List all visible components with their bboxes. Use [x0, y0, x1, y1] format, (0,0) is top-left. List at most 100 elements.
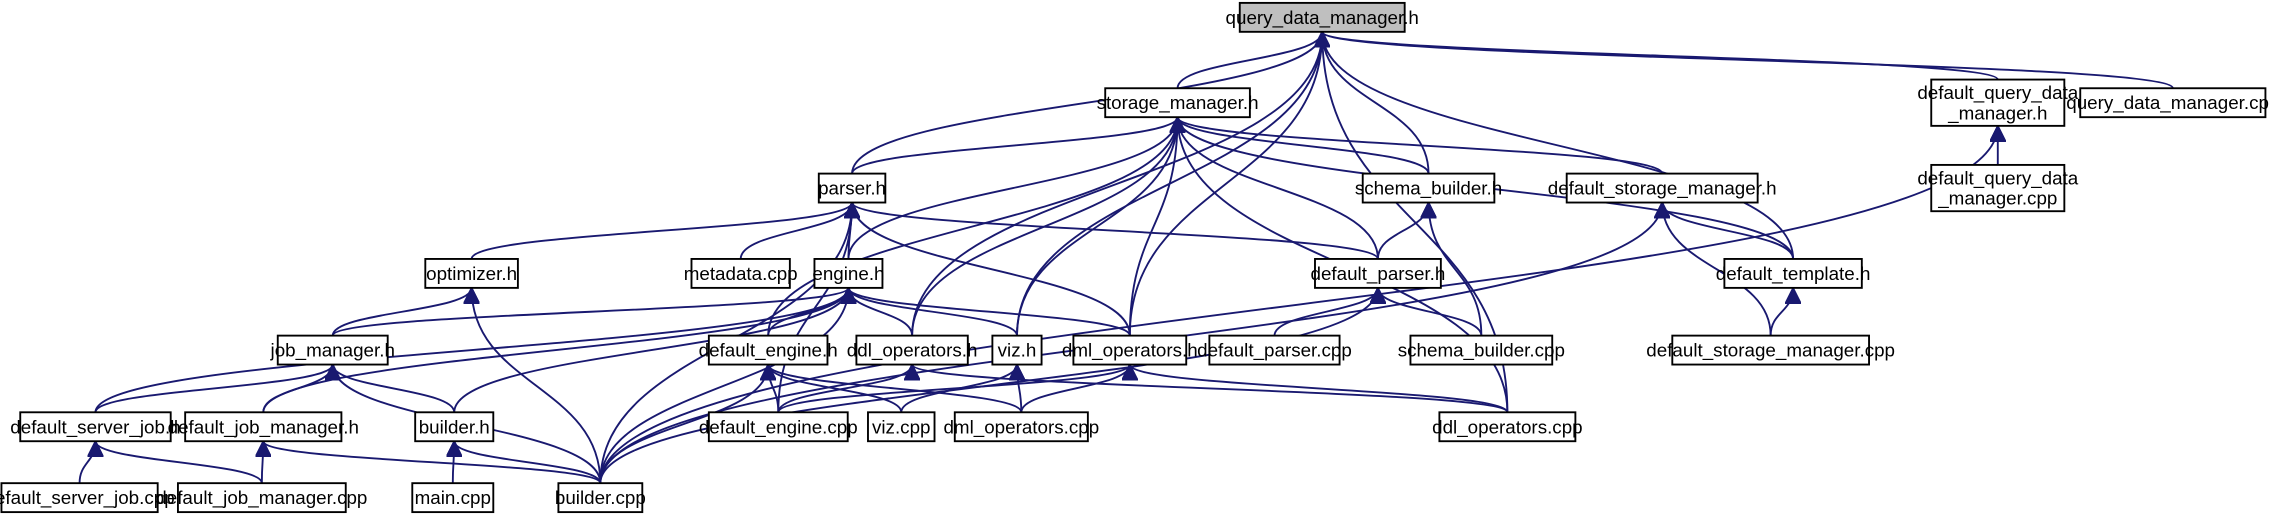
node-dsm-cpp[interactable]: default_storage_manager.cpp [1646, 334, 1895, 366]
node-box[interactable] [1565, 172, 1759, 204]
node-default-engine-cpp[interactable]: default_engine.cpp [699, 411, 858, 443]
node-schema-builder-h[interactable]: schema_builder.h [1355, 172, 1502, 204]
node-default-parser-cpp[interactable]: default_parser.cpp [1197, 334, 1352, 366]
node-schema-builder-cpp[interactable]: schema_builder.cpp [1398, 334, 1565, 366]
node-label: schema_builder.h [1355, 178, 1502, 200]
edge-dml_operators_cpp-to-dml_operators_h [1020, 364, 1129, 413]
edge-dml_operators_cpp-to-default_engine_h [768, 364, 1023, 413]
node-viz-h[interactable]: viz.h [991, 334, 1043, 366]
node-dml-operators-cpp[interactable]: dml_operators.cpp [943, 411, 1099, 443]
node-box[interactable] [1208, 334, 1341, 366]
edge-default_job_manager_cpp-to-default_server_job_h [95, 440, 263, 484]
node-label: default_engine.h [699, 340, 838, 362]
edge-schema_builder_cpp-to-schema_builder_h [1429, 203, 1483, 336]
node-dml-operators-h[interactable]: dml_operators.h [1062, 334, 1198, 366]
node-box[interactable] [19, 411, 172, 443]
edge-qdm_cpp-to-qdm_h [1322, 30, 2174, 90]
node-default-job-manager-h[interactable]: default_job_manager.h [168, 411, 359, 443]
node-storage-manager-h[interactable]: storage_manager.h [1097, 87, 1259, 119]
edge-viz_h-to-storage_manager_h [1016, 117, 1178, 336]
edge-builder_h-to-engine_h [453, 287, 848, 413]
node-default-job-manager-cpp[interactable]: default_job_manager.cpp [156, 482, 367, 514]
node-default-template-h[interactable]: default_template.h [1716, 258, 1871, 289]
node-box[interactable] [1072, 334, 1188, 366]
node-default-parser-h[interactable]: default_parser.h [1311, 258, 1446, 289]
edge-metadata_cpp-to-parser_h [739, 202, 852, 260]
node-job-manager-h[interactable]: job_manager.h [270, 334, 395, 366]
node-box[interactable] [1409, 334, 1554, 366]
node-box[interactable] [1930, 78, 2066, 127]
node-box[interactable] [184, 411, 343, 443]
node-parser-h[interactable]: parser.h [817, 172, 887, 204]
node-box[interactable] [1671, 334, 1870, 366]
node-box[interactable] [276, 334, 389, 366]
node-label: query_data_manager.cpp [2066, 92, 2269, 114]
edge-default_server_job_h-to-job_manager_h [94, 364, 332, 413]
node-box[interactable] [1361, 172, 1496, 204]
node-label: default_job_manager.h [168, 416, 359, 438]
node-box[interactable] [707, 411, 849, 443]
node-label: dml_operators.cpp [943, 416, 1099, 438]
edge-dsm_cpp-to-default_template_h [1769, 287, 1793, 336]
node-engine-h[interactable]: engine.h [812, 258, 885, 289]
node-dqdm-cpp[interactable]: default_query_data_manager.cpp [1917, 163, 2079, 213]
node-label: default_server_job.h [10, 416, 180, 438]
node-box[interactable] [1238, 1, 1406, 33]
node-builder-h[interactable]: builder.h [414, 411, 495, 443]
node-box[interactable] [1723, 258, 1863, 289]
node-box[interactable] [2079, 87, 2267, 119]
edge-schema_builder_h-to-qdm_h [1322, 32, 1430, 174]
node-box[interactable] [707, 334, 829, 366]
node-label: parser.h [818, 178, 886, 199]
node-box[interactable] [813, 258, 884, 289]
edge-storage_manager_h-to-qdm_h [1176, 31, 1323, 89]
node-label: _manager.h [1947, 102, 2047, 124]
node-label: default_engine.cpp [699, 416, 858, 438]
node-box[interactable] [867, 411, 936, 443]
node-default-engine-h[interactable]: default_engine.h [699, 334, 838, 366]
node-box[interactable] [414, 411, 495, 443]
node-dqdm-h[interactable]: default_query_data_manager.h [1917, 78, 2079, 127]
node-box[interactable] [424, 258, 519, 289]
node-box[interactable] [411, 482, 495, 514]
node-box[interactable] [1314, 258, 1442, 289]
edges-layer [78, 30, 2174, 485]
node-box[interactable] [953, 411, 1089, 443]
node-ddl-operators-h[interactable]: ddl_operators.h [847, 334, 978, 366]
node-box[interactable] [855, 334, 969, 366]
node-label: ddl_operators.cpp [1432, 416, 1582, 438]
node-default-server-job-cpp[interactable]: default_server_job.cpp [0, 482, 175, 514]
node-box[interactable] [176, 482, 347, 514]
node-optimizer-h[interactable]: optimizer.h [424, 258, 519, 289]
edge-parser_h-to-storage_manager_h [851, 116, 1177, 174]
node-label: main.cpp [415, 487, 491, 508]
node-box[interactable] [817, 172, 887, 204]
edge-ddl_operators_h-to-qdm_h [911, 32, 1322, 336]
node-default-server-job-h[interactable]: default_server_job.h [10, 411, 181, 443]
node-label: builder.h [419, 416, 490, 437]
node-label: viz.h [998, 340, 1037, 361]
edge-default_job_manager_cpp-to-default_job_manager_h [262, 441, 263, 484]
node-box[interactable] [1930, 163, 2066, 213]
node-label: default_query_data [1917, 167, 2078, 189]
node-qdm-h[interactable]: query_data_manager.h [1226, 1, 1419, 33]
node-metadata-cpp[interactable]: metadata.cpp [684, 258, 798, 289]
node-label: default_storage_manager.h [1548, 178, 1777, 200]
edge-default_engine_cpp-to-dml_operators_h [777, 364, 1130, 413]
edge-dml_operators_h-to-storage_manager_h [1128, 117, 1178, 336]
node-ddl-operators-cpp[interactable]: ddl_operators.cpp [1432, 411, 1583, 443]
node-box[interactable] [690, 258, 791, 289]
node-viz-cpp[interactable]: viz.cpp [867, 411, 936, 443]
node-label: default_storage_manager.cpp [1646, 340, 1895, 362]
node-main-cpp[interactable]: main.cpp [411, 482, 495, 514]
node-box[interactable] [0, 482, 159, 514]
node-qdm-cpp[interactable]: query_data_manager.cpp [2066, 87, 2269, 119]
edge-ddl_operators_cpp-to-dml_operators_h [1130, 363, 1509, 414]
node-box[interactable] [557, 482, 644, 514]
node-box[interactable] [991, 334, 1043, 366]
node-box[interactable] [1438, 411, 1577, 443]
node-builder-cpp[interactable]: builder.cpp [555, 482, 646, 514]
node-box[interactable] [1104, 87, 1251, 119]
node-dsm-h[interactable]: default_storage_manager.h [1548, 172, 1777, 204]
node-label: metadata.cpp [684, 263, 798, 284]
